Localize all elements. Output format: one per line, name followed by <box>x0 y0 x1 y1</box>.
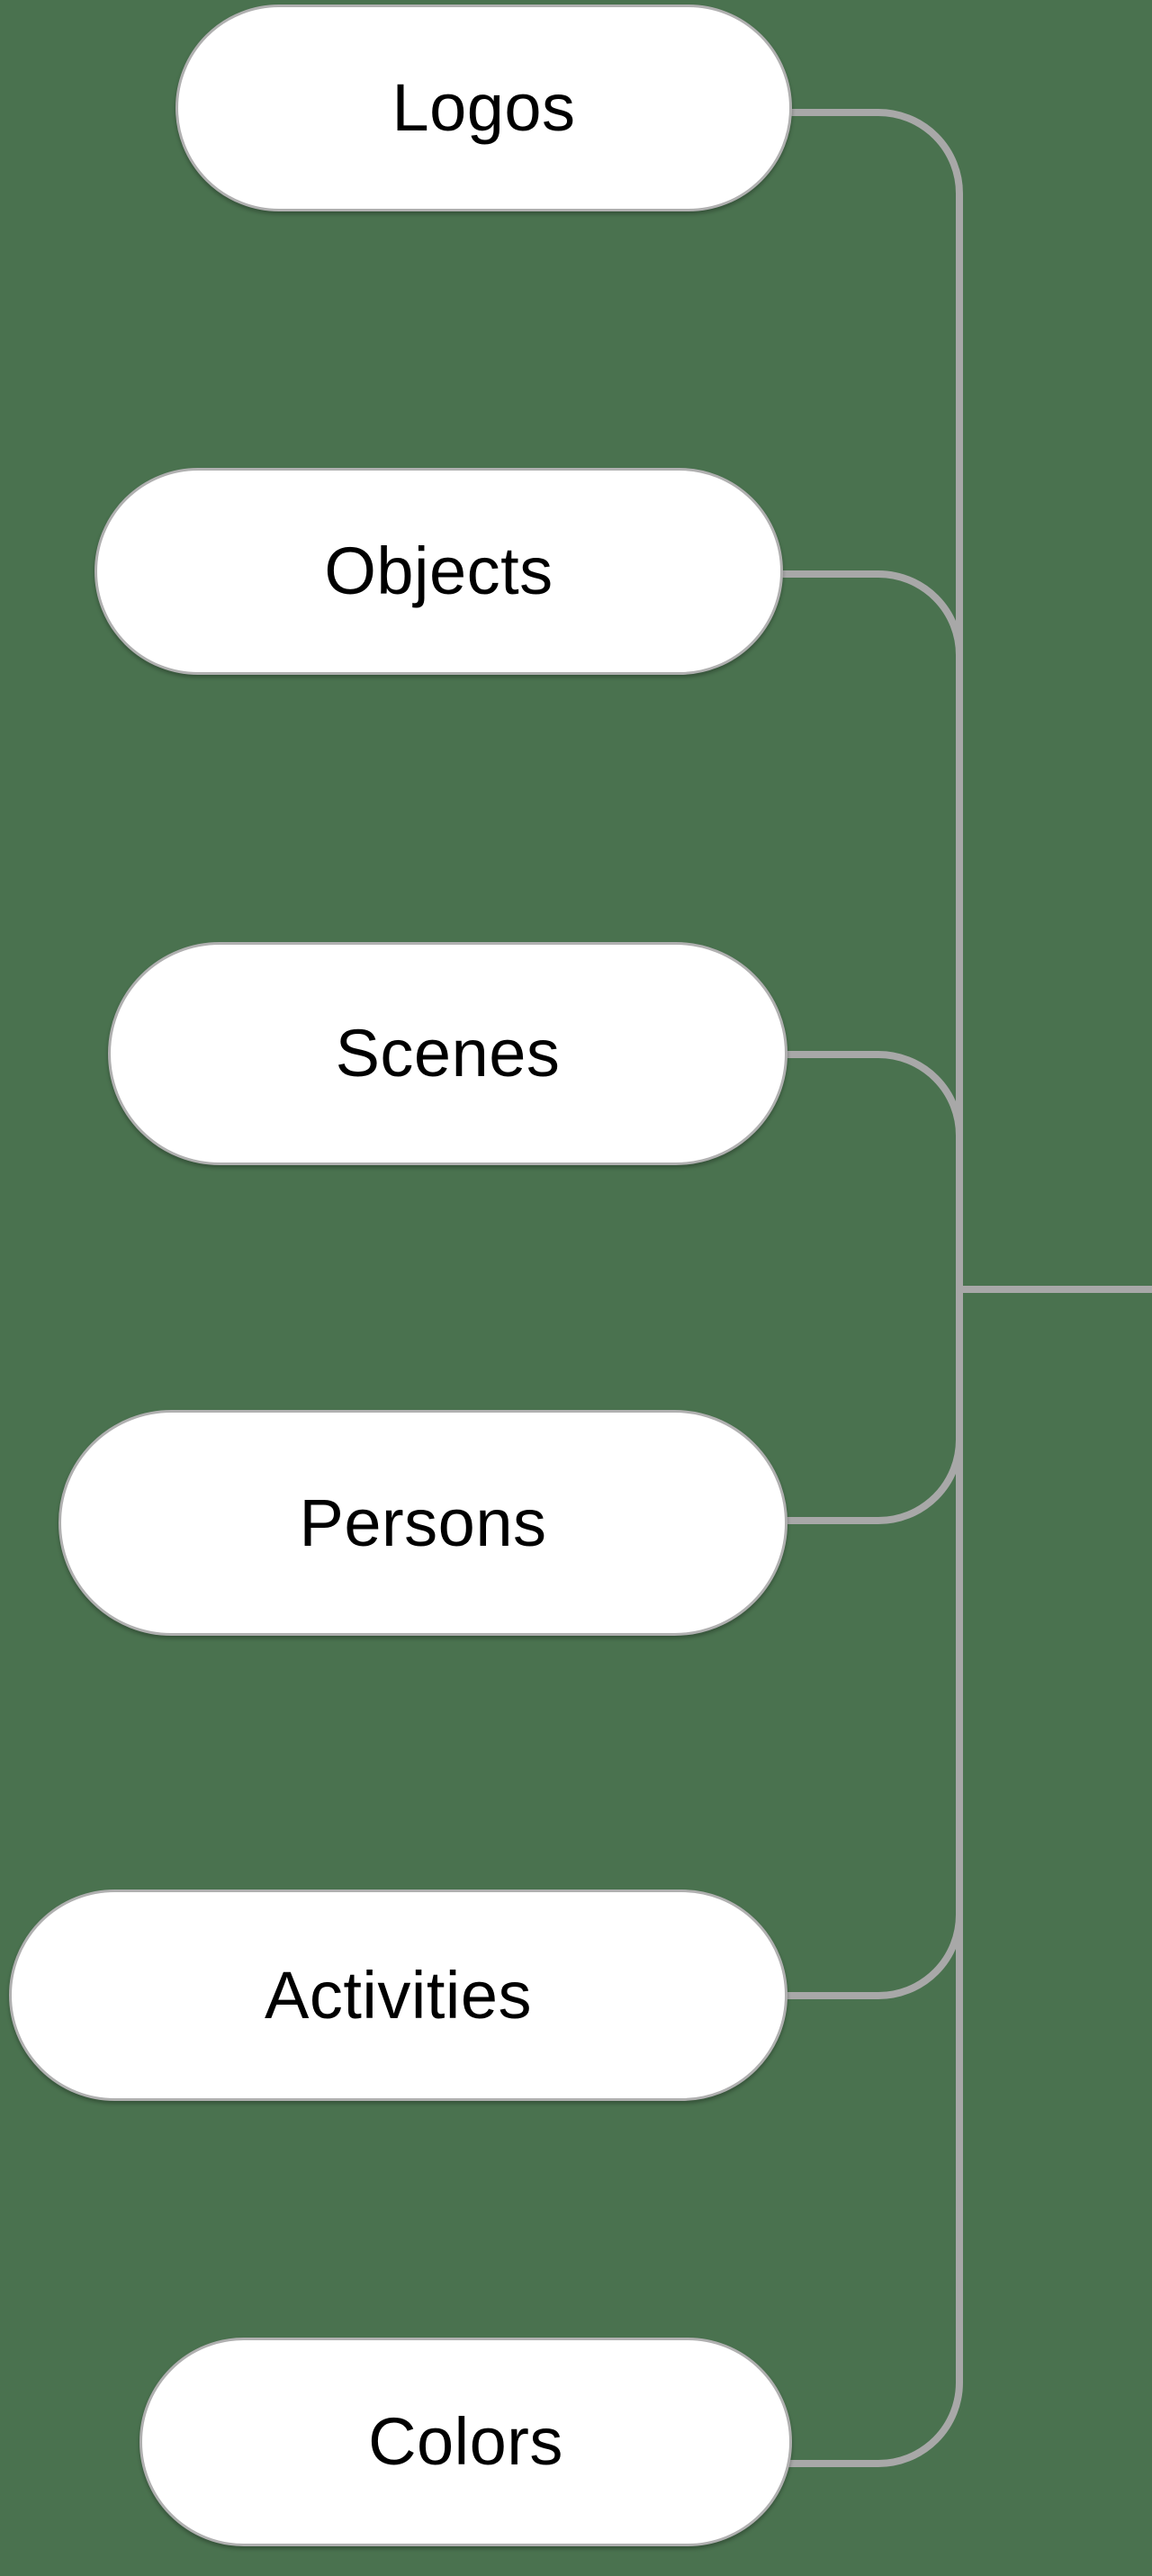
node-scenes[interactable]: Scenes <box>108 942 788 1165</box>
node-persons[interactable]: Persons <box>58 1410 788 1636</box>
node-label-objects: Objects <box>324 534 554 608</box>
node-label-colors: Colors <box>368 2404 563 2479</box>
node-objects[interactable]: Objects <box>94 468 783 675</box>
edge-colors-to-trunk <box>788 1289 963 2467</box>
edge-logos-to-trunk <box>788 109 963 1289</box>
edge-activities-to-trunk <box>784 1289 963 1999</box>
node-label-persons: Persons <box>299 1485 547 1560</box>
edge-scenes-to-trunk <box>784 1051 963 1289</box>
node-label-scenes: Scenes <box>335 1016 561 1091</box>
node-logos[interactable]: Logos <box>176 4 792 211</box>
edge-persons-to-trunk <box>784 1289 963 1524</box>
node-activities[interactable]: Activities <box>9 1889 788 2101</box>
node-label-activities: Activities <box>265 1957 532 2033</box>
node-label-logos: Logos <box>392 70 576 145</box>
edge-objects-to-trunk <box>779 570 963 1289</box>
node-colors[interactable]: Colors <box>140 2338 792 2546</box>
